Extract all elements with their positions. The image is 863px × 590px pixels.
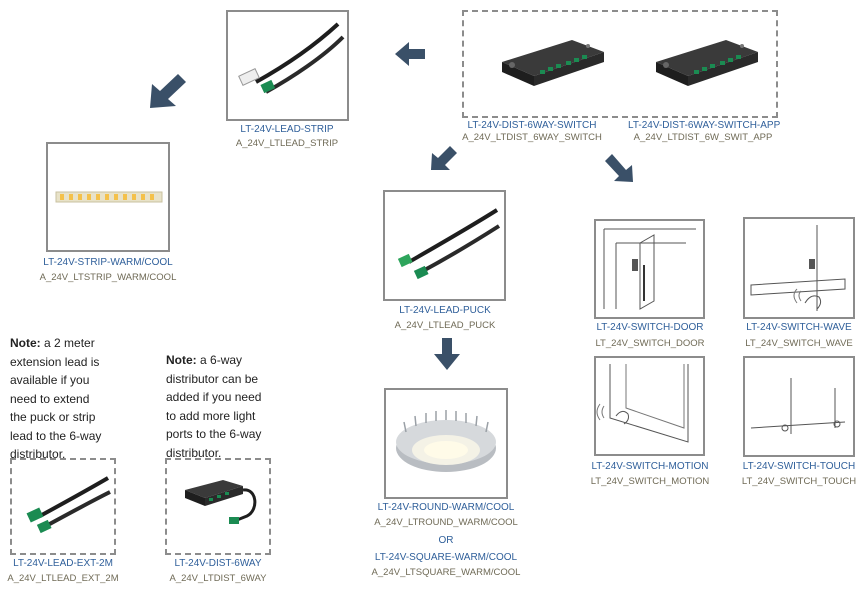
dist6-label: LT-24V-DIST-6WAY [174,558,262,569]
or-text: OR [438,535,454,546]
switch-door-label: LT-24V-SWITCH-DOOR [596,322,704,333]
note-distributor-line: a 6-way [200,353,243,367]
square-code: A_24V_LTSQUARE_WARM/COOL [371,567,521,578]
switch-wave-box [743,217,855,319]
distributor-switch-code: A_24V_LTDIST_6WAY_SWITCH [462,132,602,143]
led-strip-image [55,191,163,203]
ext-code: A_24V_LTLEAD_EXT_2M [7,573,119,584]
switch-motion-code: LT_24V_SWITCH_MOTION [590,476,710,487]
switch-door-code: LT_24V_SWITCH_DOOR [595,338,705,349]
switch-motion-image [596,364,689,443]
switch-touch-label: LT-24V-SWITCH-TOUCH [742,461,856,472]
strip-label: LT-24V-STRIP-WARM/COOL [43,257,173,268]
lead-puck-label: LT-24V-LEAD-PUCK [399,305,491,316]
switch-wave-label: LT-24V-SWITCH-WAVE [746,322,852,333]
lead-puck-box [383,190,506,301]
distributor-app-code: A_24V_LTDIST_6W_SWIT_APP [633,132,773,143]
lead-strip-box [226,10,349,121]
distributor-switch-image [492,22,612,92]
note-extension-line: the puck or strip [10,410,96,424]
note-extension-line: need to extend [10,391,90,406]
lead-strip-label: LT-24V-LEAD-STRIP [240,124,334,135]
note-extension-bold: Note: [10,336,41,350]
arrow-left-icon [395,42,425,66]
switch-motion-box [594,356,705,456]
lead-strip-image [238,22,345,94]
note-extension-line: extension lead is [10,354,100,369]
square-label: LT-24V-SQUARE-WARM/COOL [374,552,518,563]
note-distributor-line: to add more light [166,408,256,423]
distributor-app-label: LT-24V-DIST-6WAY-SWITCH-APP [628,120,781,131]
distributor-app-image [646,22,766,92]
switch-wave-image [750,225,846,311]
round-code: A_24V_LTROUND_WARM/COOL [374,517,518,528]
lead-puck-code: A_24V_LTLEAD_PUCK [394,320,496,331]
switch-touch-box [743,356,855,457]
strip-box [46,142,170,252]
switch-touch-image [750,378,846,434]
note-distributor: Note: a 6-way distributor can be added i… [166,351,281,462]
switch-door-box [594,219,705,319]
dist6-code: A_24V_LTDIST_6WAY [169,573,267,584]
note-distributor-line: distributor can be [166,371,259,386]
ext-lead-image [26,476,111,534]
ext-box [10,458,116,555]
switch-wave-code: LT_24V_SWITCH_WAVE [745,338,853,349]
switch-door-image [603,228,696,310]
ext-label: LT-24V-LEAD-EXT-2M [13,558,113,569]
round-puck-image [396,410,496,472]
switch-motion-label: LT-24V-SWITCH-MOTION [591,461,709,472]
note-extension-line: available if you [10,373,90,387]
round-box [384,388,508,499]
note-distributor-line: added if you need [166,390,262,404]
distributor-switch-label: LT-24V-DIST-6WAY-SWITCH [467,120,597,131]
lead-puck-image [397,208,501,280]
note-distributor-bold: Note: [166,353,197,367]
lead-strip-code: A_24V_LTLEAD_STRIP [235,138,339,149]
note-distributor-line: distributor. [166,445,222,460]
arrow-down-left-icon [148,74,188,110]
arrow-down-left-icon [430,145,458,171]
note-distributor-line: ports to the 6-way [166,427,262,441]
note-extension-line: lead to the 6-way [10,428,102,443]
strip-code: A_24V_LTSTRIP_WARM/COOL [39,272,177,283]
note-extension-line: distributor. [10,447,66,461]
arrow-down-icon [434,338,460,370]
note-extension: Note: a 2 meter extension lead is availa… [10,334,120,464]
round-label: LT-24V-ROUND-WARM/COOL [377,502,515,513]
note-extension-line: a 2 meter [44,336,95,350]
dist6-box [165,458,271,555]
dist6-image [185,480,257,524]
switch-touch-code: LT_24V_SWITCH_TOUCH [741,476,857,487]
arrow-down-right-icon [604,153,634,183]
